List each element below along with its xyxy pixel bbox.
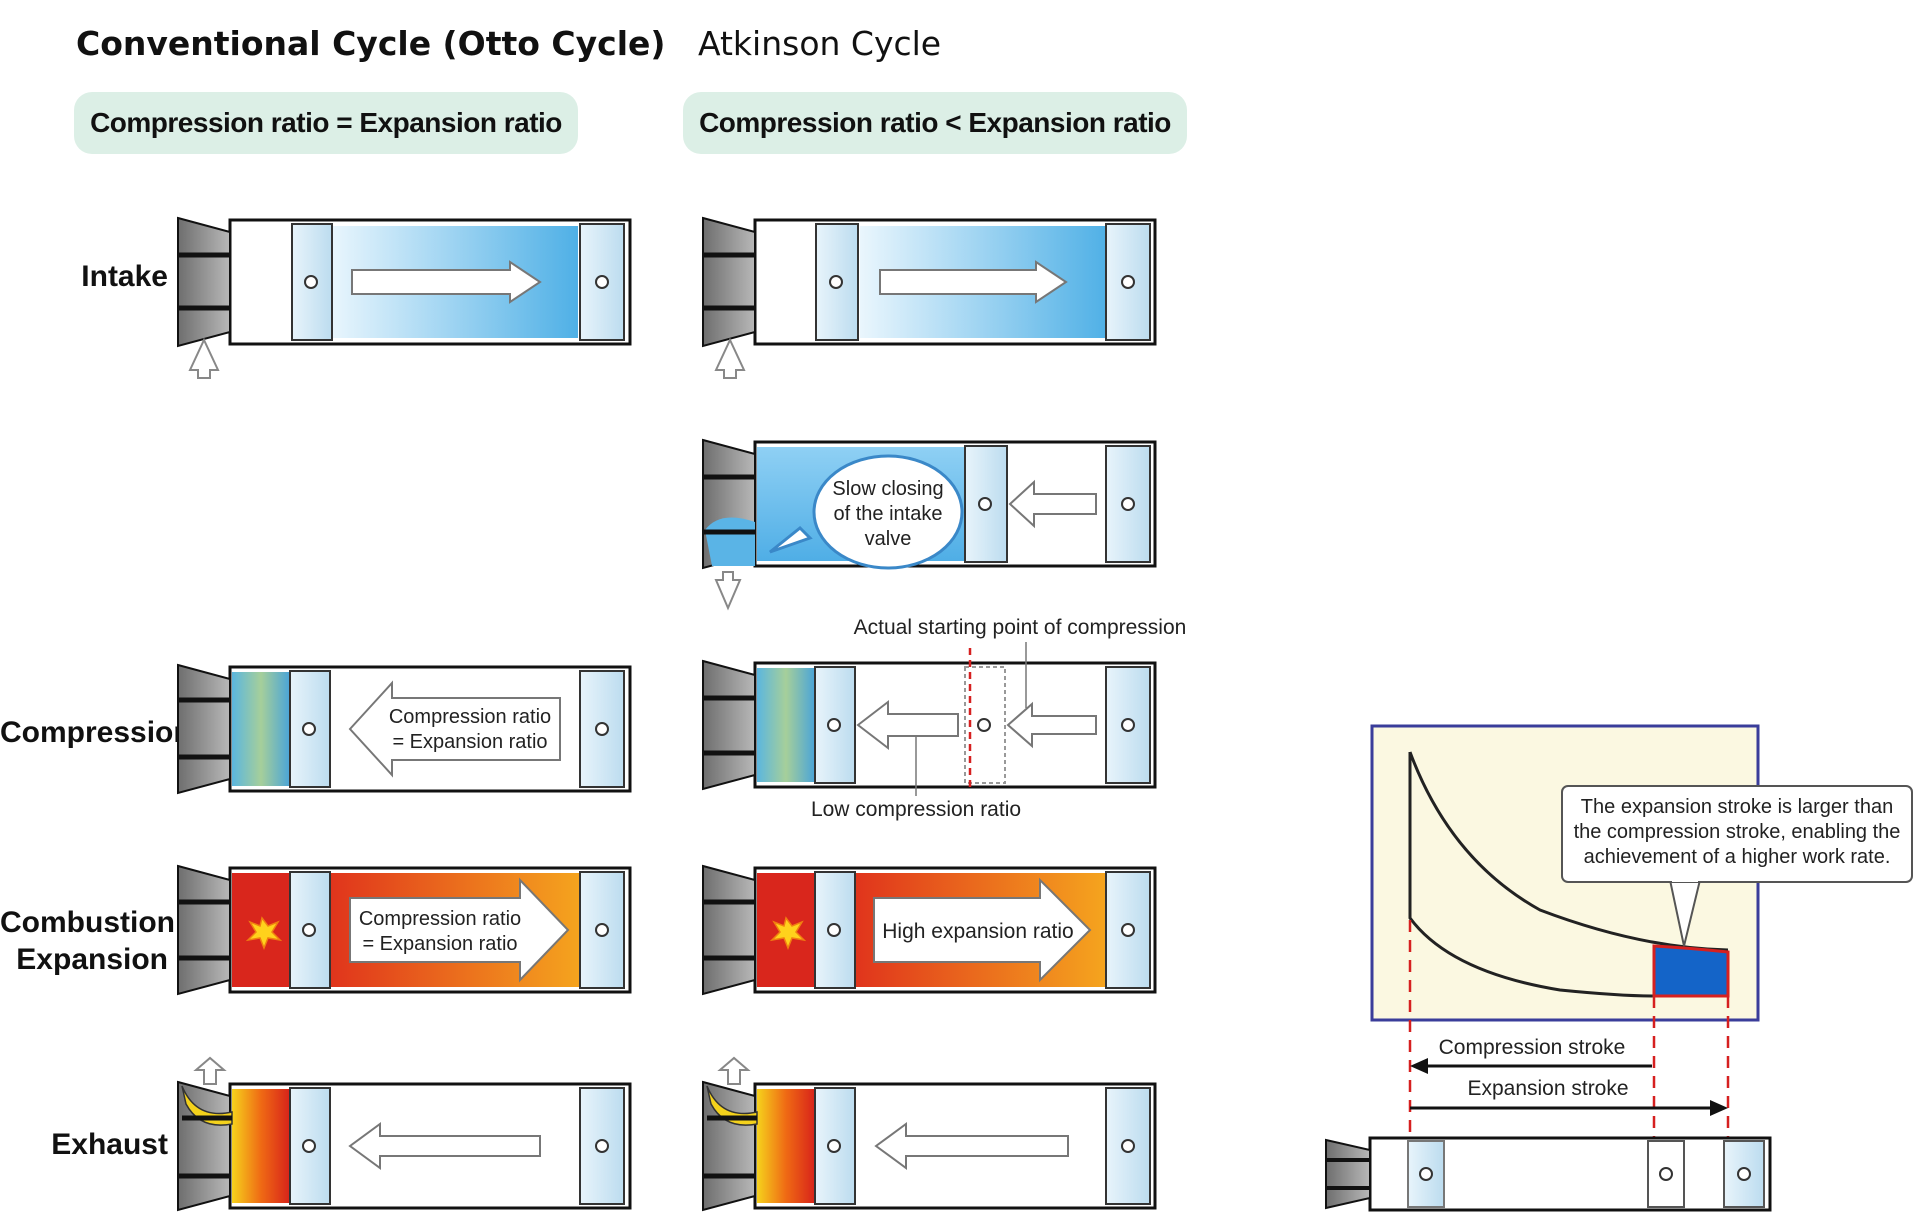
otto-compression-arrow-line2: = Expansion ratio [392,731,547,753]
intake-valve-icon [177,216,231,348]
otto-title: Conventional Cycle (Otto Cycle) [76,24,666,63]
atkinson-exhaust-cylinder [702,1056,1157,1212]
otto-ratio-pill: Compression ratio = Expansion ratio [74,92,578,154]
atkinson-title: Atkinson Cycle [698,24,942,63]
otto-expansion-arrow-line1: Compression ratio [359,908,521,930]
atkinson-intake-cylinder [702,216,1157,379]
expansion-curve [1408,751,1729,952]
compression-stroke-arrow [1410,1058,1428,1074]
otto-compression-arrow-line1: Compression ratio [389,706,551,728]
slow-closing-line2: of the intake [834,503,943,525]
otto-exhaust-cylinder [177,1056,632,1212]
slow-closing-line1: Slow closing [832,478,943,500]
row-label-exhaust: Exhaust [51,1128,168,1161]
extra-work-area [1652,944,1730,998]
expansion-stroke-arrow [1710,1100,1728,1116]
row-label-intake: Intake [81,260,168,293]
atkinson-expansion-cylinder: High expansion ratio [702,864,1157,996]
compression-stroke-label: Compression stroke [1439,1036,1626,1059]
high-expansion-label: High expansion ratio [882,920,1073,943]
pv-diagram: The expansion stroke is larger than the … [1325,724,1913,1212]
flow-arrow-icon [351,260,542,304]
pv-reference-cylinder [1325,1136,1772,1212]
pv-note-line1: The expansion stroke is larger than [1581,796,1893,818]
pv-note-line2: the compression stroke, enabling the [1574,821,1901,843]
actual-start-label: Actual starting point of compression [854,616,1187,639]
otto-expansion-arrow-line2: = Expansion ratio [362,933,517,955]
low-compression-label: Low compression ratio [811,798,1021,821]
expansion-stroke-label: Expansion stroke [1467,1077,1628,1100]
atkinson-ratio-pill: Compression ratio < Expansion ratio [683,92,1187,154]
spark-icon [245,916,283,951]
row-label-expansion: Expansion [16,943,168,976]
pv-note-box [1561,785,1913,883]
slow-closing-bubble: Slow closing of the intake valve [769,454,964,570]
slow-closing-line3: valve [865,528,912,550]
otto-expansion-cylinder: Compression ratio = Expansion ratio [177,864,632,996]
pv-note-line3: achievement of a higher work rate. [1584,846,1891,868]
row-label-compression: Compression [0,716,192,749]
compression-curve [1408,752,1655,998]
otto-compression-cylinder: Compression ratio = Expansion ratio [177,663,632,795]
otto-intake-cylinder [177,216,632,379]
row-label-combustion: Combustion [0,906,175,939]
atkinson-slow-closing-cylinder: Slow closing of the intake valve [702,438,1157,611]
air-in-arrow-icon [188,337,220,379]
atkinson-compression-cylinder: Actual starting point of compression Low… [702,616,1187,821]
